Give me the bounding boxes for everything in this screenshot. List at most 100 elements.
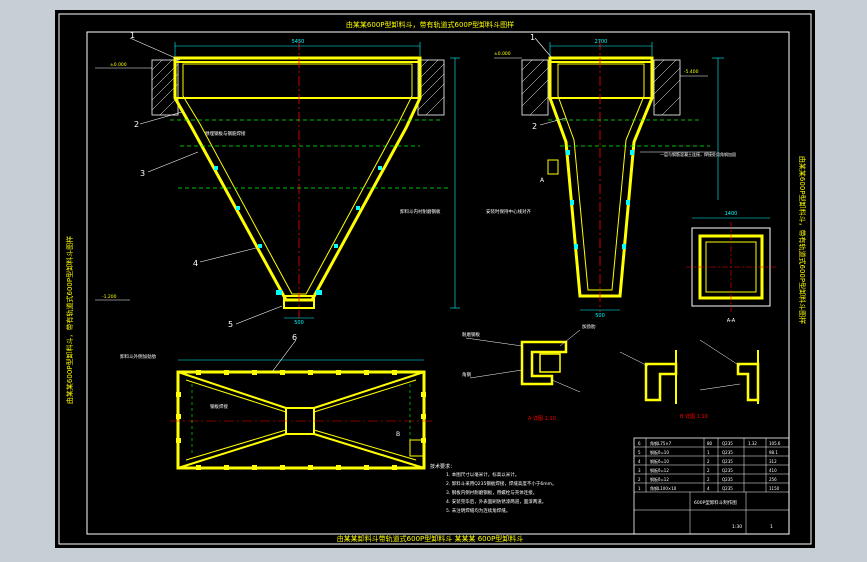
- bom-r4-name: 钢板δ=12: [650, 467, 669, 473]
- bottom-strip-text: 由某某卸料斗带轨道式600P型卸料斗 某某某 600P型卸料斗: [337, 534, 524, 543]
- note-5: 5. 未注明焊缝均为连续角焊缝。: [446, 507, 510, 514]
- bom-r5-total: 256: [769, 477, 777, 482]
- note-1: 1. 本图尺寸以毫米计，标高以米计。: [446, 471, 519, 478]
- front-dimensions: [174, 42, 460, 319]
- drawing-frame-inner: [86, 31, 790, 535]
- bom-frame: [633, 437, 790, 535]
- front-top-width-dim: 5450: [292, 39, 305, 45]
- side-stiffeners: [566, 150, 634, 249]
- detail-a-callout-1: 耐磨钢板: [462, 331, 480, 338]
- side-item-label-1: 1: [530, 33, 535, 42]
- bom-r3-total: 312: [769, 459, 777, 464]
- bom-r6-no: 1: [638, 486, 641, 491]
- title-block-sheet: 1: [770, 524, 773, 530]
- bom-r4-no: 3: [638, 468, 641, 473]
- title-block-scale: 1:30: [732, 524, 742, 530]
- elev-mark-front-top: ±0.000: [110, 62, 127, 68]
- bom-r5-mat: Q235: [722, 477, 733, 482]
- technical-notes: 技术要求： 1. 本图尺寸以毫米计，标高以米计。 2. 卸料斗采用Q235钢板焊…: [430, 463, 556, 514]
- title-strip-text: 由某某600P型卸料斗，带有轨道式600P型卸料斗图样: [346, 20, 514, 29]
- front-hidden-lines: [170, 119, 450, 189]
- side-leader-2: [539, 117, 567, 126]
- plan-outline: [176, 370, 426, 470]
- item-label-3: 3: [140, 169, 145, 178]
- concrete-right: [417, 59, 445, 116]
- side-outlet-dim: 500: [595, 313, 605, 319]
- bom-r3-qty: 2: [707, 459, 710, 464]
- detail-a: 耐磨钢板 角钢 加劲肋 A 详图 1:10: [462, 323, 596, 422]
- bom-r2-name: 钢板δ=10: [650, 449, 669, 455]
- front-outlet-dim: 500: [294, 320, 304, 326]
- side-view: 2700 500 A ±0.000 -5.400 1 2 一层与钢筋混凝土连接，…: [486, 33, 736, 319]
- callout-liner: 卸料斗内衬耐磨钢板: [400, 208, 441, 215]
- side-outline-outer: [548, 56, 654, 298]
- callout-stiffener: 卸料斗外侧加劲肋: [120, 353, 156, 360]
- bom-r1-unit: 1.32: [748, 441, 757, 446]
- detail-a-callout-2: 角钢: [462, 371, 471, 378]
- side-concrete-left: [521, 59, 549, 116]
- bom-r2-no: 5: [638, 450, 641, 455]
- drawing-paper: [55, 10, 815, 548]
- note-2: 2. 卸料斗采用Q235钢板焊接，焊缝高度不小于6mm。: [446, 480, 556, 487]
- plan-angle-studs: [176, 370, 426, 470]
- side-width-dim: 2700: [595, 39, 608, 45]
- item-label-2: 2: [134, 120, 139, 129]
- bom-cells: 6 角钢L75×7 80 Q235 1.32 105.6 5 钢板δ=10 1 …: [638, 440, 781, 491]
- detail-a-callout-3: 加劲肋: [582, 323, 596, 330]
- elev-mark-front-bottom: -1.200: [102, 294, 117, 300]
- hopper-outline-outer: [173, 56, 422, 302]
- side-leader-1: [534, 37, 553, 59]
- side-hidden-lines: [548, 119, 710, 147]
- plan-view: B 6 卸料斗外侧加劲肋 钢板焊接: [120, 333, 432, 470]
- bom-r3-mat: Q235: [722, 459, 733, 464]
- callout-connection: 一层与钢筋混凝土连接，焊接处用角钢加固: [660, 151, 736, 157]
- plan-inner-offsets: [185, 379, 417, 461]
- bom-r1-name: 角钢L75×7: [650, 440, 672, 446]
- bom-r4-total: 410: [769, 468, 777, 473]
- bom-r5-no: 2: [638, 477, 641, 482]
- detail-tag-a: A: [540, 177, 545, 184]
- section-aa: 1400 A-A: [686, 211, 776, 324]
- callout-align: 安装时保持中心线对齐: [486, 208, 531, 215]
- note-3: 3. 钢板内侧衬耐磨钢板，用螺栓与壳体连接。: [446, 489, 537, 496]
- bill-of-materials: 6 角钢L75×7 80 Q235 1.32 105.6 5 钢板δ=10 1 …: [633, 437, 790, 535]
- item-label-5: 5: [228, 320, 233, 329]
- hopper-outline-inner: [182, 63, 413, 295]
- detail-a-profile: [520, 340, 568, 386]
- item-label-1: 1: [130, 31, 135, 40]
- front-stiffeners: [214, 166, 382, 295]
- note-4: 4. 安装完毕后，外表面刷防锈漆两道，面漆两道。: [446, 498, 546, 505]
- detail-b-label: B 详图 1:10: [680, 413, 708, 420]
- section-plan-dim: 1400: [725, 211, 738, 217]
- side-outline-inner: [557, 63, 645, 291]
- side-item-label-2: 2: [532, 122, 537, 131]
- item-label-6: 6: [292, 333, 297, 342]
- front-leaders: [129, 37, 283, 325]
- bom-r5-qty: 2: [707, 477, 710, 482]
- drawing-frame-outer: [58, 13, 812, 545]
- bom-r5-name: 钢板δ=12: [650, 476, 669, 482]
- bom-grid: [634, 438, 789, 534]
- bom-r1-qty: 80: [707, 441, 713, 446]
- section-label: A-A: [727, 318, 736, 324]
- detail-a-label: A 详图 1:10: [528, 415, 556, 422]
- callout-weld-plate: 预埋钢板与钢筋焊接: [205, 130, 246, 137]
- bom-r6-name: 角钢L100×10: [650, 485, 677, 491]
- front-view: 5450 500 ±0.000 -1.200 1 2 3 4 5 预埋钢板与钢筋…: [95, 31, 460, 329]
- detail-tag-box-a: [547, 159, 559, 175]
- bom-r6-qty: 4: [707, 486, 710, 491]
- bom-r1-total: 105.6: [769, 441, 781, 446]
- bom-r3-no: 4: [638, 459, 641, 464]
- detail-b: B 详图 1:10: [619, 339, 760, 420]
- item-label-4: 4: [193, 259, 198, 268]
- detail-a-angle: [539, 353, 561, 373]
- elev-mark-side-top: ±0.000: [494, 51, 511, 57]
- detail-b-leaders: [619, 339, 741, 391]
- bom-r2-mat: Q235: [722, 450, 733, 455]
- title-block-name: 600P型卸料斗制作图: [694, 499, 737, 506]
- concrete-left: [151, 59, 179, 116]
- detail-a-leaders: [465, 329, 581, 393]
- bom-r4-qty: 2: [707, 468, 710, 473]
- bom-r1-mat: Q235: [722, 441, 733, 446]
